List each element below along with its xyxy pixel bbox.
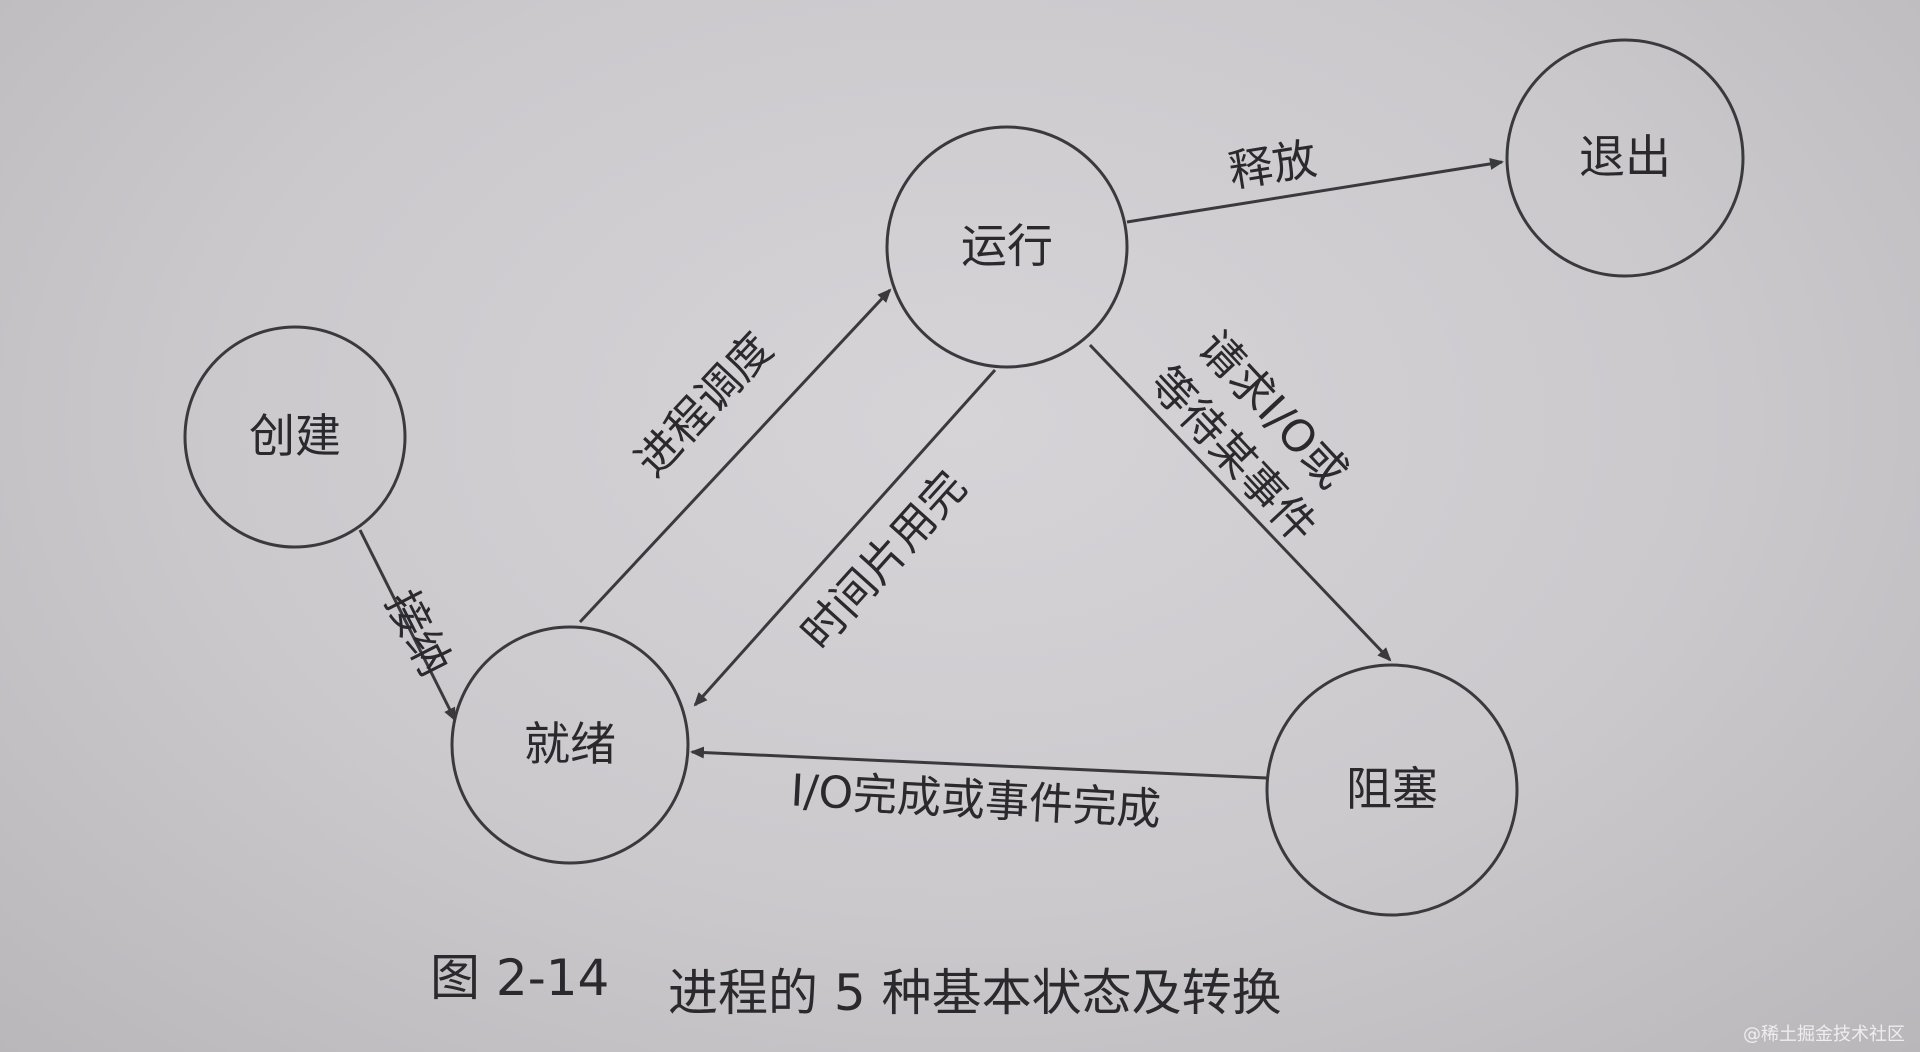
caption-title: 进程的 5 种基本状态及转换 — [668, 964, 1282, 1022]
node-blocked-label: 阻塞 — [1346, 762, 1438, 816]
edge-admit-label: 接纳 — [375, 583, 460, 685]
edge-timeout: 时间片用完 — [693, 368, 997, 707]
node-ready-label: 就绪 — [524, 717, 616, 771]
node-blocked: 阻塞 — [1265, 663, 1519, 917]
node-running: 运行 — [885, 125, 1129, 369]
node-ready: 就绪 — [450, 625, 690, 865]
edge-admit: 接纳 — [358, 529, 461, 722]
node-exit: 退出 — [1505, 38, 1745, 278]
watermark-text: @稀土掘金技术社区 — [1743, 1024, 1905, 1045]
edge-release: 释放 — [1126, 134, 1504, 224]
node-create: 创建 — [183, 325, 407, 549]
caption-number: 图 2-14 — [430, 949, 609, 1007]
node-exit-label: 退出 — [1579, 130, 1671, 184]
edge-timeout-label: 时间片用完 — [792, 461, 977, 659]
edge-io-complete-label: I/O完成或事件完成 — [789, 765, 1162, 835]
edge-release-label: 释放 — [1225, 134, 1320, 198]
figure-caption: 图 2-14 进程的 5 种基本状态及转换 — [430, 949, 1282, 1022]
edge-io-complete: I/O完成或事件完成 — [690, 746, 1268, 836]
node-create-label: 创建 — [249, 409, 341, 463]
node-running-label: 运行 — [961, 219, 1053, 273]
edge-io-request: 请求I/O或 等待某事件 — [1088, 322, 1392, 662]
edge-dispatch-label: 进程调度 — [626, 323, 783, 487]
